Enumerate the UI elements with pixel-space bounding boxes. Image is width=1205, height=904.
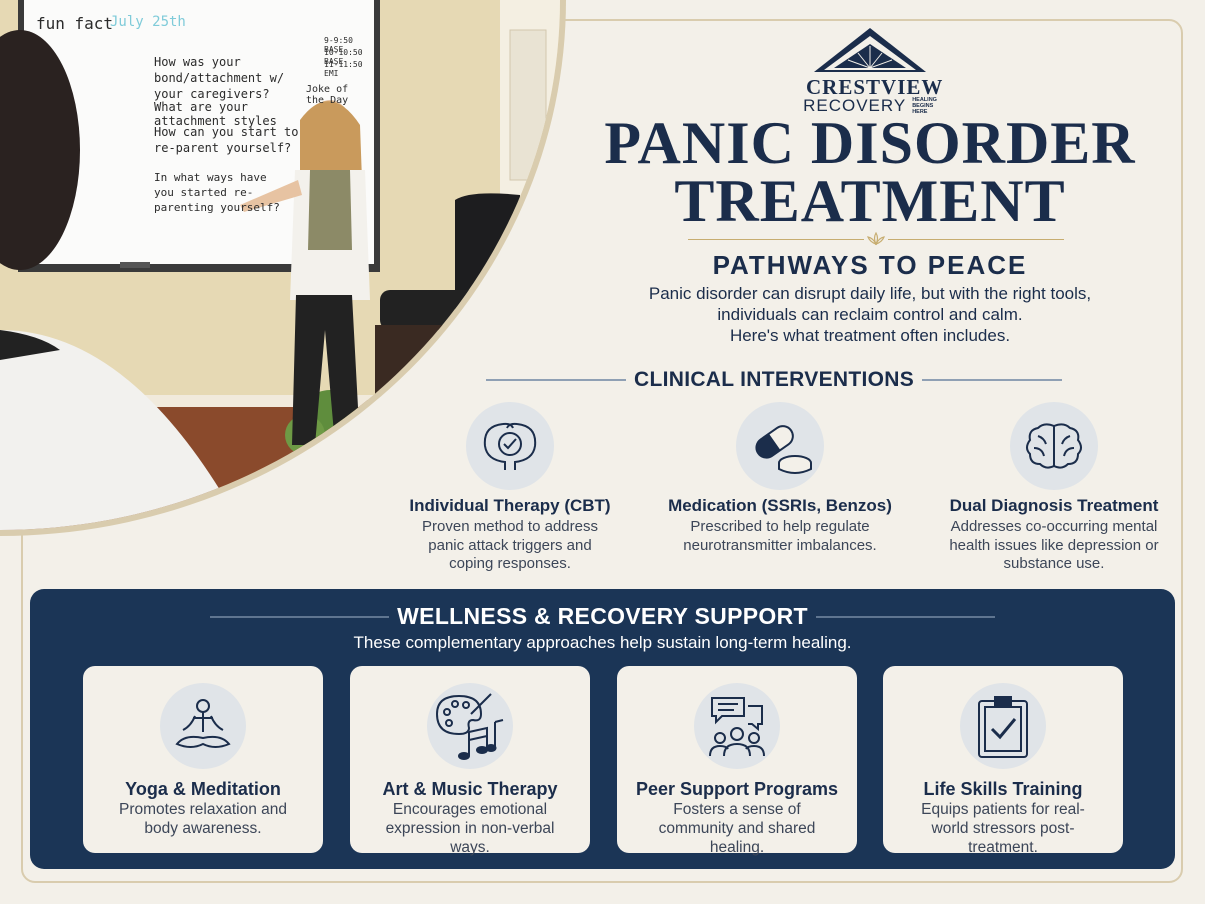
wellness-card-art-music: Art & Music Therapy Encourages emotional… bbox=[350, 666, 590, 856]
clinical-item-cbt: Individual Therapy (CBT) Proven method t… bbox=[385, 402, 635, 574]
clinical-item-title: Medication (SSRIs, Benzos) bbox=[668, 496, 892, 515]
page-subtitle: PATHWAYS TO PEACE bbox=[712, 250, 1028, 280]
palette-music-icon bbox=[435, 693, 504, 760]
whiteboard-question-4: In what ways have you started re-parenti… bbox=[154, 171, 280, 214]
whiteboard-question-1: How was your bond/attachment w/ your car… bbox=[154, 55, 285, 101]
crestview-logo: CRESTVIEW RECOVERY HEALING BEGINS HERE bbox=[803, 24, 944, 116]
wellness-card-title: Peer Support Programs bbox=[635, 779, 839, 799]
clinical-heading: CLINICAL INTERVENTIONS bbox=[486, 368, 1063, 392]
clinical-item-desc: Proven method to address panic attack tr… bbox=[422, 518, 598, 572]
wellness-card-yoga: Yoga & Meditation Promotes relaxation an… bbox=[83, 666, 323, 853]
wellness-heading: WELLNESS & RECOVERY SUPPORT bbox=[210, 603, 995, 630]
whiteboard-date: July 25th bbox=[110, 14, 186, 30]
heads-check-icon bbox=[483, 422, 537, 470]
intro-line-1: Panic disorder can disrupt daily life, b… bbox=[648, 284, 1092, 303]
clinical-item-title: Individual Therapy (CBT) bbox=[409, 496, 611, 515]
wellness-card-desc: Encourages emotional expression in non-v… bbox=[385, 801, 555, 856]
logo-tagline: HEALING BEGINS HERE bbox=[912, 97, 937, 115]
clinical-item-dual-diagnosis: Dual Diagnosis Treatment Addresses co-oc… bbox=[929, 402, 1179, 574]
pill-icon bbox=[755, 425, 812, 474]
lotus-icon bbox=[867, 232, 885, 246]
wellness-card-desc: Promotes relaxation and body awareness. bbox=[118, 801, 287, 837]
page-title-line-1: PANIC DISORDER bbox=[604, 110, 1136, 176]
wellness-heading-label: WELLNESS & RECOVERY SUPPORT bbox=[397, 603, 808, 629]
whiteboard-fun-fact: fun fact bbox=[36, 14, 114, 33]
whiteboard-schedule-2: 10-10:50 BASE bbox=[324, 48, 363, 66]
logo-name: CRESTVIEW bbox=[806, 75, 944, 99]
wellness-card-desc: Fosters a sense of community and shared … bbox=[658, 801, 816, 856]
whiteboard-schedule-3: 11-11:50 EMI bbox=[324, 60, 363, 78]
wellness-card-peer-support: Peer Support Programs Fosters a sense of… bbox=[617, 666, 857, 856]
clinical-heading-label: CLINICAL INTERVENTIONS bbox=[634, 368, 915, 391]
wellness-subheading: These complementary approaches help sust… bbox=[353, 633, 852, 652]
clinical-item-medication: Medication (SSRIs, Benzos) Prescribed to… bbox=[655, 402, 905, 555]
whiteboard-question-3: How can you start to re-parent yourself? bbox=[154, 125, 299, 155]
intro-text: Panic disorder can disrupt daily life, b… bbox=[590, 283, 1150, 346]
intro-line-3: Here's what treatment often includes. bbox=[729, 326, 1011, 345]
wellness-card-title: Art & Music Therapy bbox=[382, 779, 558, 799]
whiteboard-text: fun fact July 25th How was your bond/att… bbox=[36, 14, 366, 214]
title-divider bbox=[688, 232, 1064, 246]
wellness-card-title: Life Skills Training bbox=[923, 779, 1083, 799]
wellness-panel: WELLNESS & RECOVERY SUPPORT These comple… bbox=[30, 589, 1175, 869]
meditation-icon bbox=[175, 699, 231, 748]
logo-sub: RECOVERY bbox=[803, 96, 907, 115]
intro-line-2: individuals can reclaim control and calm… bbox=[717, 305, 1023, 324]
clipboard-check-icon bbox=[978, 696, 1028, 758]
clinical-item-desc: Addresses co-occurring mental health iss… bbox=[949, 518, 1159, 572]
whiteboard-joke: Joke of the Day bbox=[306, 84, 349, 106]
wellness-card-title: Yoga & Meditation bbox=[125, 779, 281, 799]
wellness-card-life-skills: Life Skills Training Equips patients for… bbox=[883, 666, 1123, 856]
brain-icon bbox=[1026, 423, 1082, 469]
whiteboard-schedule-1: 9-9:50 BASE bbox=[324, 36, 353, 54]
peer-group-icon bbox=[709, 697, 765, 757]
clinical-item-title: Dual Diagnosis Treatment bbox=[949, 496, 1159, 515]
clinical-item-desc: Prescribed to help regulate neurotransmi… bbox=[683, 518, 877, 554]
wellness-card-desc: Equips patients for real-world stressors… bbox=[921, 801, 1085, 856]
page-title-line-2: TREATMENT bbox=[674, 168, 1066, 234]
whiteboard-question-2: What are your attachment styles bbox=[154, 100, 277, 128]
mountain-sunrise-icon bbox=[814, 28, 926, 72]
